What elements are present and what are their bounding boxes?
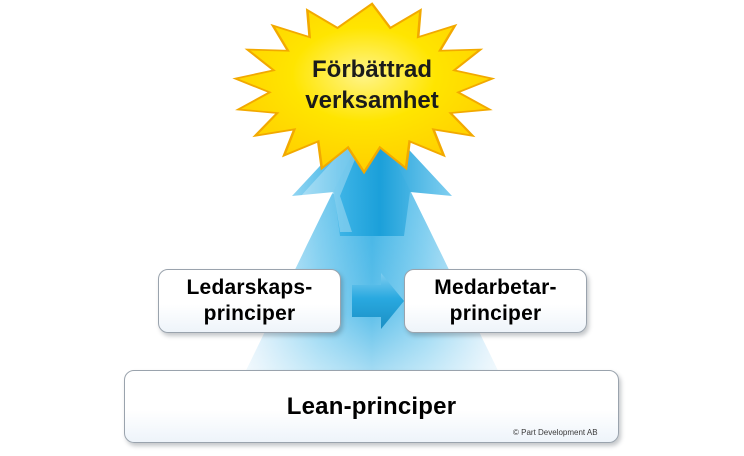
box-leadership-line1: Ledarskaps- [186,276,313,300]
box-leadership-principles-label: Ledarskaps- principer [187,275,313,326]
box-coworker-principles[interactable]: Medarbetar- principer [404,269,587,333]
box-leadership-line2: principer [203,302,296,325]
box-leadership-principles[interactable]: Ledarskaps- principer [158,269,341,333]
box-lean-principles[interactable]: Lean-principer [124,370,619,443]
box-coworker-line1: Medarbetar- [434,276,557,300]
box-lean-principles-label: Lean-principer [286,392,457,420]
box-coworker-principles-label: Medarbetar- principer [434,275,556,326]
box-coworker-line2: principer [449,302,542,325]
copyright-notice: © Part Development AB [513,428,598,437]
